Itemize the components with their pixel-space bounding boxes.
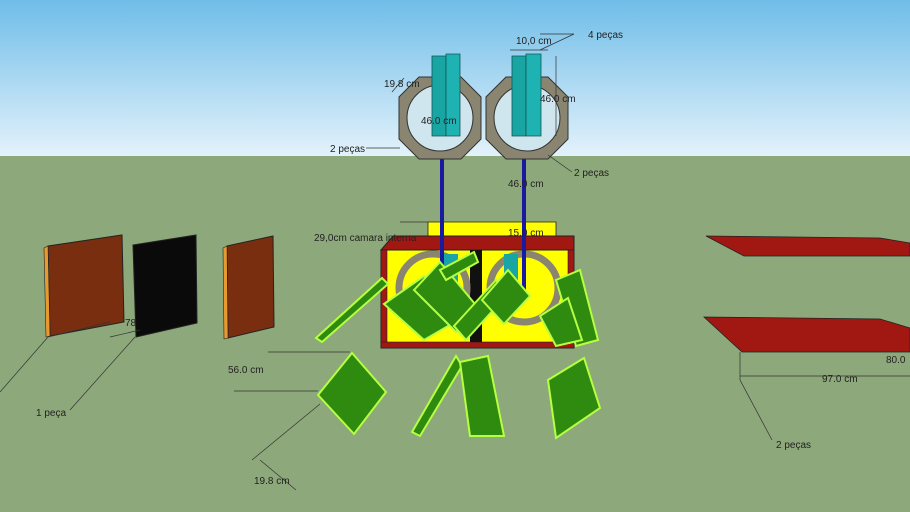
red-panel-top-right (705, 235, 910, 257)
green-panel-loose-3 (546, 356, 602, 440)
label-97cm: 97.0 cm (822, 374, 858, 385)
teal-plates-left (431, 53, 461, 137)
label-46-lower: 46.0 cm (508, 179, 544, 190)
right-dimension-lines (739, 352, 910, 441)
label-four-pieces: 4 peças (588, 30, 623, 41)
dimension-lines (234, 33, 575, 491)
label-19-8-bottom: 19.8 cm (254, 476, 290, 487)
label-19-8-top: 19.8 cm (384, 79, 420, 90)
green-panel-loose-1 (316, 351, 388, 436)
label-78: 78 (125, 318, 137, 329)
brown-panel-small (222, 235, 275, 340)
label-two-pieces-right: 2 peças (574, 168, 609, 179)
brown-panel-left (43, 234, 125, 338)
blue-rod-left (440, 144, 444, 292)
green-panel-loose-2 (410, 354, 506, 438)
label-46-height: 46.0 cm (540, 94, 576, 105)
label-15cm: 15.0 cm (508, 228, 544, 239)
green-panels-on-box (314, 250, 600, 348)
label-46-inner: 46.0 cm (421, 116, 457, 127)
black-panel (132, 234, 198, 338)
label-two-pieces-rings: 2 peças (330, 144, 365, 155)
teal-plates-right (511, 53, 542, 137)
blue-rod-right (522, 144, 526, 292)
label-chamber: 29,0cm camara interna (314, 233, 417, 244)
label-10cm: 10,0 cm (516, 36, 552, 47)
label-56cm: 56.0 cm (228, 365, 264, 376)
red-panel-bottom-right (702, 316, 910, 353)
label-two-pieces-bottom: 2 peças (776, 440, 811, 451)
label-one-piece: 1 peça (36, 408, 66, 419)
left-dimension-lines (0, 321, 141, 411)
label-80: 80.0 (886, 355, 906, 366)
